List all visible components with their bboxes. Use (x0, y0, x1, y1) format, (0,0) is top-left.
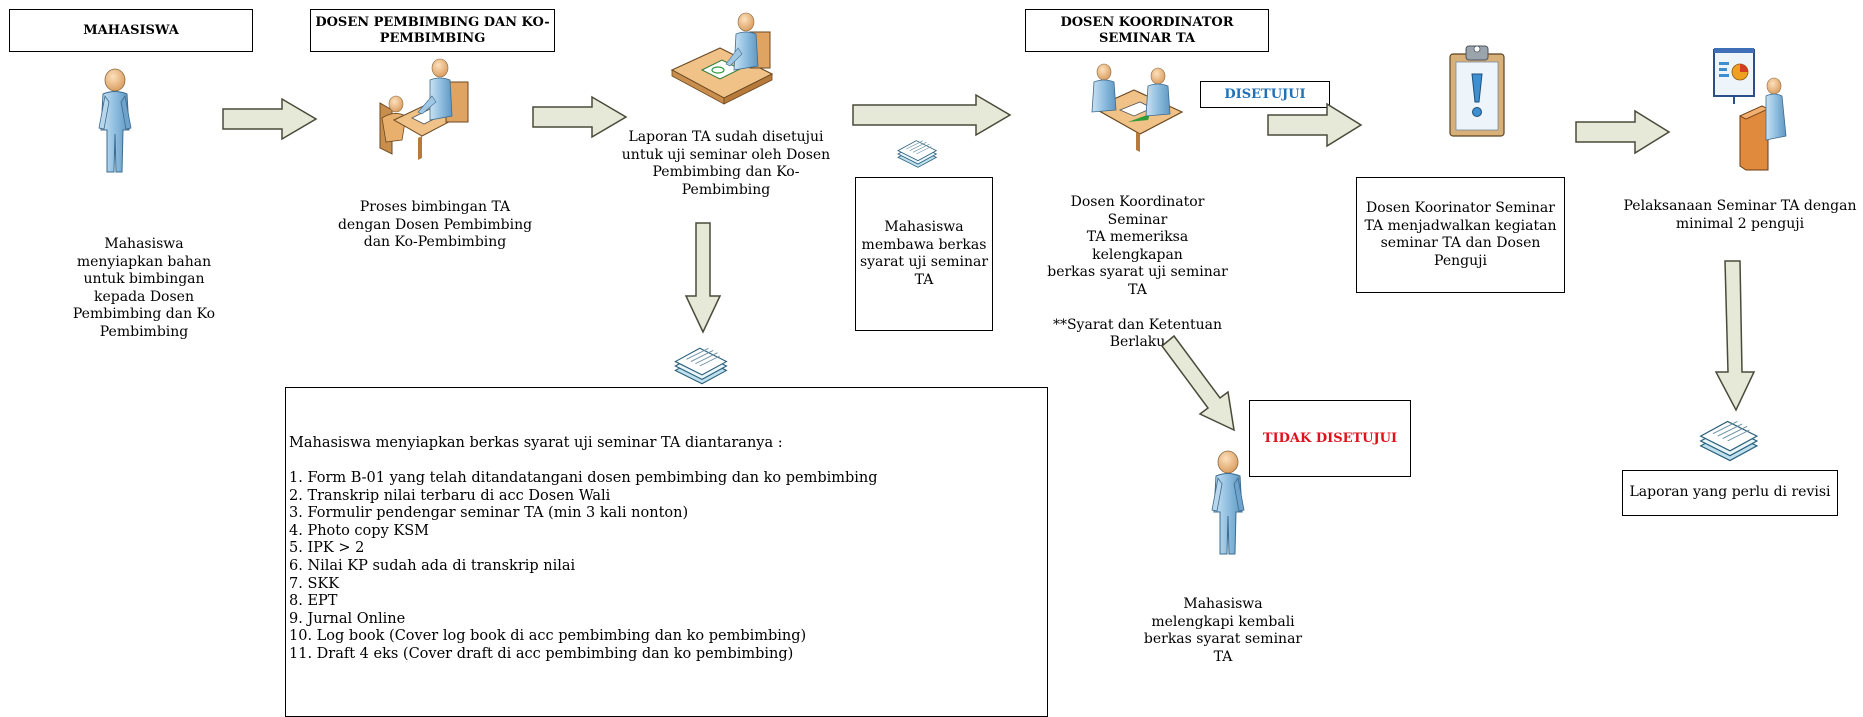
requirement-item: 4. Photo copy KSM (289, 522, 429, 539)
requirement-item: 9. Jurnal Online (289, 610, 406, 627)
step-mahasiswa-prepare: Mahasiswa menyiapkan bahan untuk bimbing… (72, 236, 216, 340)
requirement-item: 7. SKK (289, 575, 340, 592)
flow-arrow-rejected (1160, 334, 1235, 432)
requirement-item: 10. Log book (Cover log book di acc pemb… (289, 628, 807, 645)
header-mahasiswa: MAHASISWA (9, 9, 253, 52)
student-icon (98, 68, 132, 173)
requirement-item: 3. Formulir pendengar seminar TA (min 3 … (289, 505, 689, 522)
step-proses-bimbingan: Proses bimbingan TA dengan Dosen Pembimb… (337, 199, 533, 250)
step-laporan-disetujui: Laporan TA sudah disetujui untuk uji sem… (621, 129, 831, 198)
flow-arrow-down-requirements (684, 222, 722, 334)
documents-small-icon (897, 140, 937, 168)
step-membawa-berkas: Mahasiswa membawa berkas syarat uji semi… (855, 177, 993, 331)
flow-arrow-2 (532, 95, 628, 139)
requirement-item: 8. EPT (289, 593, 338, 610)
advisor-meeting-icon (379, 58, 469, 160)
header-dosen-pembimbing: DOSEN PEMBIMBING DAN KO- PEMBIMBING (310, 9, 555, 52)
step-pelaksanaan: Pelaksanaan Seminar TA dengan minimal 2 … (1623, 198, 1857, 232)
step-melengkapi: Mahasiswa melengkapi kembali berkas syar… (1143, 596, 1303, 665)
flow-arrow-down-revision (1714, 260, 1756, 412)
documents-icon (674, 347, 728, 385)
step-menjadwalkan: Dosen Koorinator Seminar TA menjadwalkan… (1356, 177, 1565, 293)
header-dosen-koordinator: DOSEN KOORDINATOR SEMINAR TA (1025, 9, 1269, 52)
flow-arrow-3 (852, 93, 1012, 137)
coordinator-check-icon (1091, 63, 1184, 152)
step-revisi: Laporan yang perlu di revisi (1622, 470, 1838, 516)
documents-revision-icon (1700, 420, 1758, 462)
step-koordinator-periksa: Dosen Koordinator Seminar TA memeriksa k… (1047, 194, 1228, 350)
decision-approved: DISETUJUI (1200, 81, 1330, 108)
flow-arrow-approved (1267, 102, 1363, 148)
flow-arrow-1 (222, 97, 318, 141)
decision-rejected: TIDAK DISETUJUI (1249, 400, 1411, 477)
requirement-item: 2. Transkrip nilai terbaru di acc Dosen … (289, 487, 611, 504)
signing-desk-icon (670, 12, 774, 105)
requirements-intro: Mahasiswa menyiapkan berkas syarat uji s… (289, 435, 783, 451)
flow-arrow-5 (1575, 109, 1671, 155)
clipboard-alert-icon (1449, 45, 1505, 137)
student-rejected-icon (1211, 450, 1245, 555)
presenter-podium-icon (1713, 48, 1787, 171)
requirement-item: 6. Nilai KP sudah ada di transkrip nilai (289, 557, 576, 574)
requirements-list: 1. Form B-01 yang telah ditandatangani d… (289, 470, 878, 664)
requirement-item: 5. IPK > 2 (289, 540, 365, 557)
requirement-item: 1. Form B-01 yang telah ditandatangani d… (289, 470, 878, 486)
requirement-item: 11. Draft 4 eks (Cover draft di acc pemb… (289, 645, 794, 662)
